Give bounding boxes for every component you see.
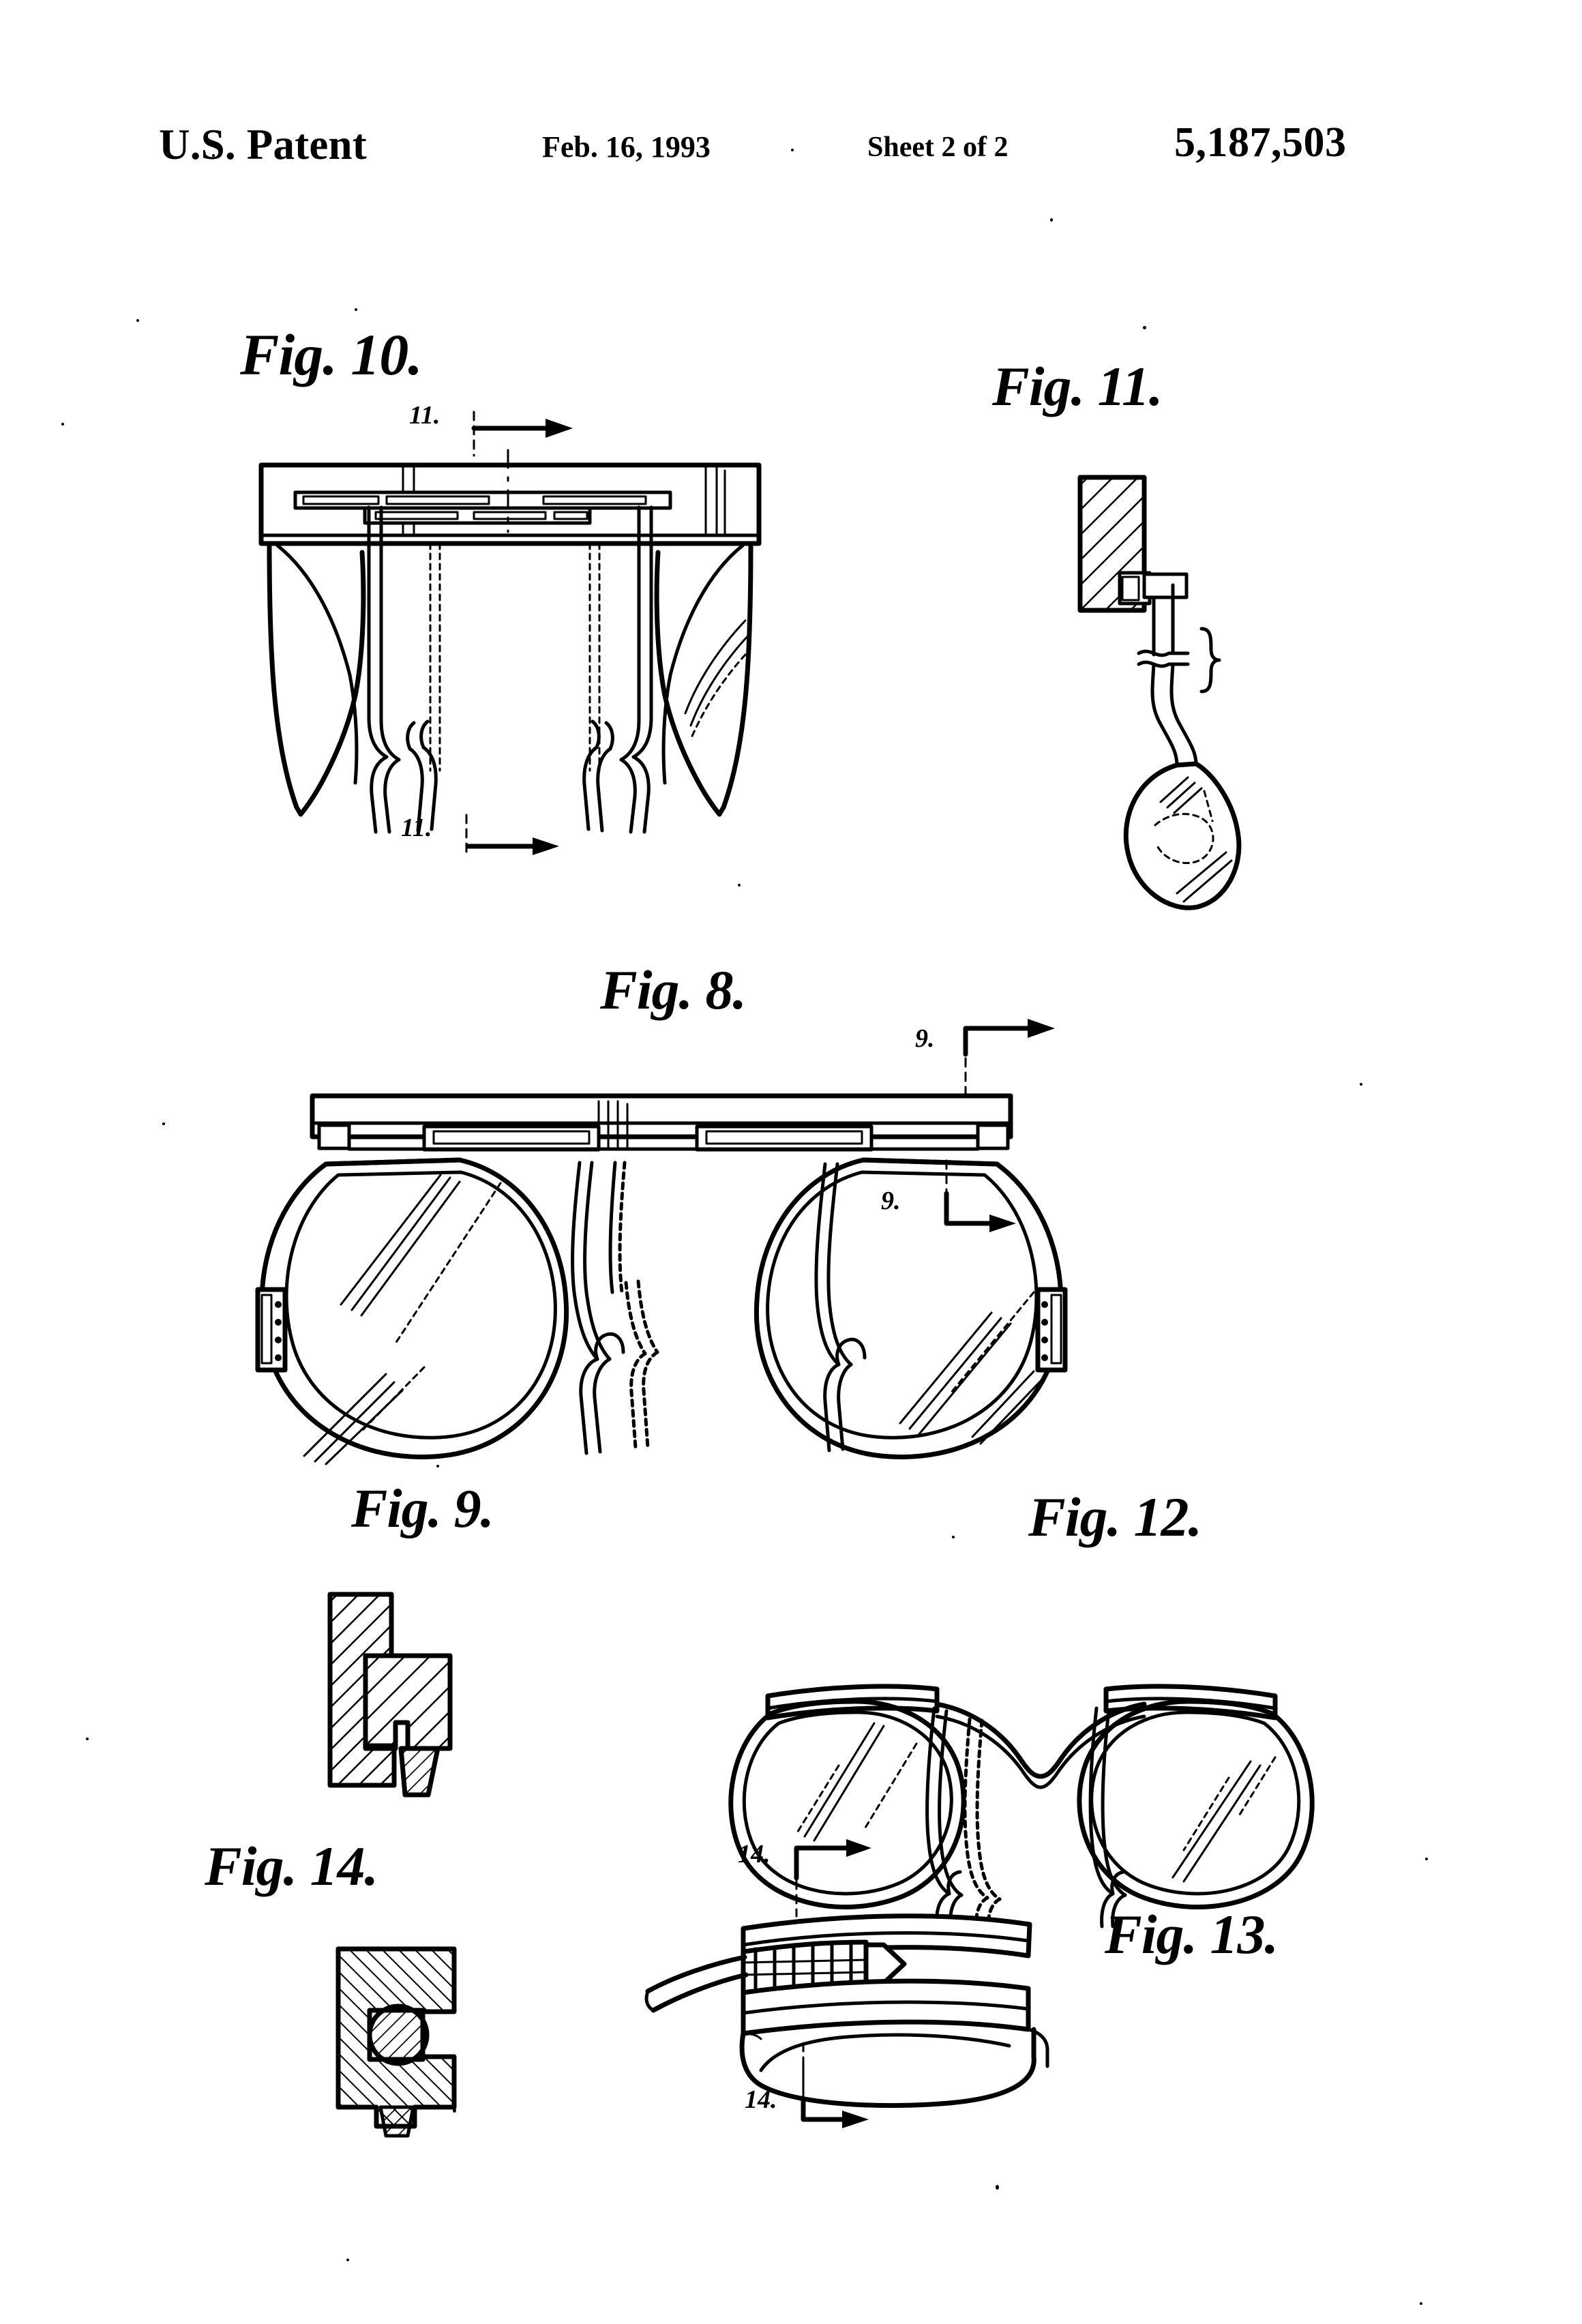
scan-speckle (1050, 218, 1053, 222)
figure-label-fig8: Fig. 8. (600, 958, 746, 1022)
figure-label-fig12: Fig. 12. (1028, 1485, 1202, 1549)
scan-speckle (453, 2109, 456, 2113)
scan-speckle (1143, 326, 1146, 329)
scan-speckle (61, 423, 64, 426)
figure-fig11 (1043, 471, 1289, 962)
scan-speckle (952, 1536, 955, 1538)
figure-fig10 (235, 450, 781, 846)
scan-speckle (1425, 1858, 1428, 1860)
section-marker-fig13-top: 14. (738, 1841, 895, 1920)
figure-label-fig9: Fig. 9. (351, 1478, 494, 1540)
scan-speckle (436, 1465, 439, 1468)
scan-speckle (996, 2185, 999, 2190)
scan-speckle (791, 149, 794, 151)
scan-speckle (86, 1738, 89, 1740)
patent-number: 5,187,503 (1174, 119, 1347, 167)
section-marker-fig8-right: 9. (881, 1188, 1038, 1263)
sheet-number: Sheet 2 of 2 (867, 131, 1008, 164)
scan-speckle (162, 1122, 165, 1125)
scan-speckle (346, 2259, 349, 2261)
sheet-header: U.S. Patent Feb. 16, 1993 Sheet 2 of 2 5… (0, 0, 1582, 205)
scan-speckle (1360, 1083, 1362, 1086)
section-marker-fig10-bottom: 11. (401, 815, 571, 876)
figure-label-fig14: Fig. 14. (205, 1834, 378, 1898)
page-title: U.S. Patent (159, 120, 367, 170)
scan-speckle (136, 319, 139, 322)
section-marker-fig10-top: 11. (409, 402, 580, 457)
scan-speckle (1420, 2302, 1422, 2305)
patent-date: Feb. 16, 1993 (542, 130, 711, 164)
scan-speckle (738, 884, 741, 887)
figure-label-fig11: Fig. 11. (992, 355, 1162, 419)
section-marker-fig13-bottom: 14. (745, 2087, 901, 2148)
scan-speckle (355, 308, 357, 311)
figure-fig8 (225, 1088, 1084, 1470)
scan-speckle (212, 154, 215, 157)
figure-fig9 (320, 1589, 518, 1800)
figure-label-fig10: Fig. 10. (240, 321, 422, 389)
figure-fig13 (641, 1909, 1132, 2114)
figure-fig14 (327, 1945, 491, 2143)
